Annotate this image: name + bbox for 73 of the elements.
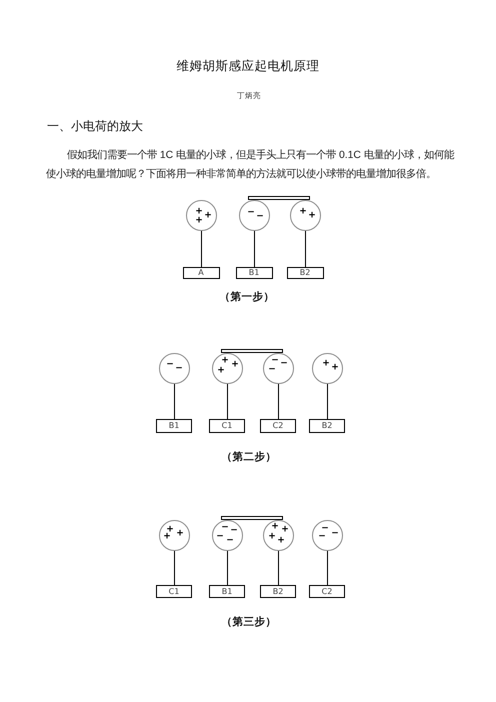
ball — [262, 352, 294, 384]
charge-sign: + — [217, 368, 225, 374]
figure-caption: （第三步） — [222, 615, 276, 629]
charge-sign: + — [176, 530, 184, 538]
charge-sign: − — [256, 214, 264, 220]
charge-sign: − — [331, 530, 339, 538]
charge-sign: − — [175, 366, 183, 372]
ball — [238, 200, 270, 230]
section-heading: 一、小电荷的放大 — [47, 118, 143, 134]
charge-sign: + — [166, 526, 174, 534]
charge-sign: − — [321, 526, 329, 532]
connector-line — [278, 383, 279, 420]
connecting-bar — [248, 196, 310, 200]
charge-sign: − — [221, 524, 229, 532]
charge-sign: − — [166, 362, 174, 368]
label-box: B2 — [260, 585, 296, 598]
paragraph: 假如我们需要一个带 1C 电量的小球，但是手头上只有一个带 0.1C 电量的小球，如何能使小球的电量增加呢？下面将用一种非常简单的方法就可以使小球带的电量增加很多倍。 — [46, 148, 456, 182]
ball — [312, 520, 342, 550]
charge-sign: + — [271, 524, 279, 530]
connector-line — [174, 383, 175, 420]
connector-line — [305, 230, 306, 268]
label-box: C2 — [309, 585, 345, 598]
figure-caption: （第一步） — [220, 290, 274, 304]
charge-sign: − — [318, 534, 326, 540]
charge-sign: + — [308, 212, 316, 220]
label-box: A — [182, 267, 220, 279]
ball — [312, 352, 342, 384]
charge-sign: − — [216, 534, 224, 540]
ball — [290, 200, 320, 230]
charge-sign: − — [280, 360, 288, 368]
label-box: B1 — [236, 267, 272, 279]
ball — [212, 520, 242, 550]
ball — [212, 352, 242, 384]
ball — [186, 200, 216, 230]
charge-sign: − — [247, 210, 255, 216]
ball — [158, 520, 190, 550]
charge-sign: + — [221, 358, 229, 364]
charge-sign: + — [204, 212, 212, 220]
label-box: B2 — [286, 267, 324, 279]
connector-line — [278, 550, 279, 586]
ball — [158, 352, 190, 384]
connector-line — [227, 550, 228, 586]
charge-sign: + — [322, 360, 330, 368]
label-box: B1 — [156, 419, 192, 433]
label-box: C2 — [260, 419, 296, 433]
label-box: B1 — [209, 585, 245, 598]
charge-sign: − — [230, 528, 238, 534]
charge-sign: − — [271, 358, 279, 364]
charge-sign: + — [195, 208, 203, 216]
connecting-bar — [221, 349, 283, 353]
charge-sign: + — [231, 362, 239, 368]
label-box: C1 — [209, 419, 245, 433]
charge-sign: + — [281, 526, 289, 534]
charge-sign: + — [331, 364, 339, 372]
title: 维姆胡斯感应起电机原理 — [176, 58, 320, 74]
connector-line — [174, 550, 175, 586]
charge-sign: + — [299, 208, 307, 216]
ball — [262, 520, 294, 550]
connector-line — [227, 383, 228, 420]
label-box: C1 — [156, 585, 192, 598]
connecting-bar — [221, 516, 283, 520]
connector-line — [327, 550, 328, 586]
charge-sign: + — [163, 534, 171, 540]
charge-sign: + — [268, 534, 276, 540]
connector-line — [254, 230, 255, 268]
label-box: B2 — [309, 419, 345, 433]
figure-caption: （第二步） — [222, 450, 276, 464]
charge-sign: − — [268, 366, 276, 374]
charge-sign: + — [195, 218, 203, 224]
charge-sign: − — [226, 538, 234, 544]
connector-line — [327, 383, 328, 420]
connector-line — [201, 230, 202, 268]
charge-sign: + — [277, 538, 285, 544]
